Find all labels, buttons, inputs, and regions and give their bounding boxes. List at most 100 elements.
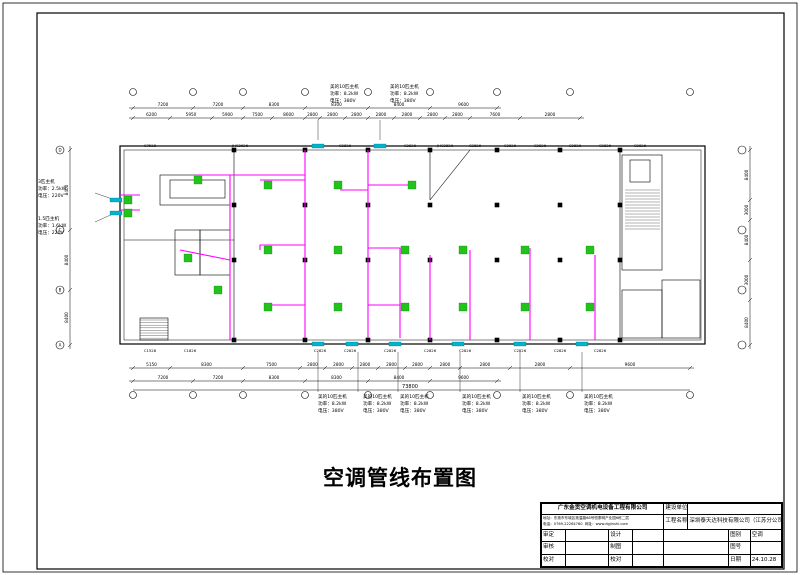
outdoor-unit-left-1: 3匹主机 功率：2.5kW 电压：220V bbox=[38, 178, 67, 199]
indoor-unit bbox=[333, 245, 343, 255]
dim-tick bbox=[442, 115, 448, 121]
dim-label: 9600 bbox=[458, 102, 469, 107]
dim-label: 8300 bbox=[201, 362, 212, 367]
unit-voltage: 电压：220V bbox=[38, 229, 65, 236]
unit-name: 3匹主机 bbox=[38, 178, 55, 185]
dim-tick bbox=[240, 115, 246, 121]
grid-bubble bbox=[493, 391, 501, 399]
grid-bubble bbox=[566, 88, 574, 96]
title-block: 广东金贡空调机电设备工程有限公司 建设单位 地址：东莞市东城区莞温路68号恒泰明… bbox=[540, 502, 783, 568]
company-phone: 电话：0769-22264760 bbox=[543, 522, 583, 526]
indoor-unit bbox=[333, 302, 343, 312]
unit-voltage: 电压：380V bbox=[462, 407, 489, 414]
ac-pipe-routes bbox=[94, 120, 596, 392]
column bbox=[365, 337, 371, 343]
dim-label: 3000 bbox=[744, 274, 749, 285]
unit-name: 美的10匹主机 bbox=[363, 393, 392, 400]
grid-bubble bbox=[55, 145, 65, 155]
dim-label: 2800 bbox=[386, 362, 397, 367]
dim-tick bbox=[747, 257, 753, 263]
dim-label: 7200 bbox=[158, 375, 169, 380]
dimension-lines bbox=[67, 105, 753, 391]
outdoor-unit bbox=[311, 341, 325, 347]
dim-label: 2800 bbox=[327, 112, 338, 117]
dim-label: 7200 bbox=[213, 102, 224, 107]
blank-cell bbox=[663, 528, 730, 543]
window-tag-top: C2826 bbox=[599, 143, 612, 148]
check-label: 审核 bbox=[541, 541, 566, 555]
window-tag-top: JHC2626 bbox=[231, 143, 249, 148]
dim-label: 7500 bbox=[252, 112, 263, 117]
dim-tick bbox=[747, 147, 753, 153]
dim-label: 8400 bbox=[394, 102, 405, 107]
outdoor-unit bbox=[109, 197, 123, 203]
check-value bbox=[564, 541, 610, 555]
dim-label: 2800 bbox=[412, 362, 423, 367]
dim-tick bbox=[375, 365, 381, 371]
dim-tick bbox=[167, 115, 173, 121]
dim-label: 2800 bbox=[402, 112, 413, 117]
outdoor-unit bbox=[451, 341, 465, 347]
project-name: 深圳泰天达科技有限公司（江苏分公司） bbox=[687, 514, 782, 530]
unit-name: 美的10匹主机 bbox=[584, 393, 613, 400]
dim-tick bbox=[427, 365, 433, 371]
dim-tick bbox=[517, 115, 523, 121]
column bbox=[494, 202, 500, 208]
dim-tick bbox=[687, 365, 693, 371]
dim-label: 2800 bbox=[480, 362, 491, 367]
unit-voltage: 电压：380V bbox=[390, 97, 417, 104]
dim-label: 2800 bbox=[440, 362, 451, 367]
outdoor-unit bbox=[373, 143, 387, 149]
unit-power: 功率：8.2kW bbox=[462, 400, 491, 407]
grid-label: A bbox=[59, 343, 62, 348]
project-label: 工程名称 bbox=[663, 514, 689, 530]
grid-bubble bbox=[129, 391, 137, 399]
column bbox=[494, 337, 500, 343]
dim-tick bbox=[190, 378, 196, 384]
unit-power: 功率：8.2kW bbox=[584, 400, 613, 407]
dim-tick bbox=[494, 378, 500, 384]
company-contact: 地址：东莞市东城区莞温路68号恒泰明产业园6栋二层 电话：0769-222647… bbox=[540, 514, 665, 530]
dim-tick bbox=[67, 287, 73, 293]
window-tag-bottom: C2826 bbox=[459, 348, 472, 353]
grid-bubble bbox=[364, 88, 372, 96]
grid-bubble bbox=[737, 285, 747, 295]
indoor-unit bbox=[458, 302, 468, 312]
dim-label: 2800 bbox=[333, 362, 344, 367]
blank-cell bbox=[663, 553, 730, 568]
grid-bubble bbox=[686, 391, 694, 399]
unit-voltage: 电压：380V bbox=[330, 97, 357, 104]
dim-label: 7500 bbox=[266, 362, 277, 367]
date-value: 24.10.28 bbox=[749, 553, 783, 568]
grid-bubble bbox=[189, 88, 197, 96]
dim-tick bbox=[240, 378, 246, 384]
dim-label: 7200 bbox=[213, 375, 224, 380]
unit-power: 功率：8.2kW bbox=[400, 400, 429, 407]
window-tag-bottom: C2826 bbox=[554, 348, 567, 353]
dim-tick bbox=[467, 115, 473, 121]
dim-tick bbox=[67, 227, 73, 233]
dim-label: 5150 bbox=[146, 362, 157, 367]
unit-power: 功率：8.2kW bbox=[318, 400, 347, 407]
outdoor-unit bbox=[575, 341, 589, 347]
outdoor-unit bbox=[513, 341, 527, 347]
review-label: 审定 bbox=[541, 528, 566, 543]
grid-bubble bbox=[55, 285, 65, 295]
number-label: 图号 bbox=[728, 541, 751, 555]
dim-label: 8400 bbox=[394, 375, 405, 380]
grid-bubble bbox=[55, 340, 65, 350]
wall bbox=[429, 149, 471, 201]
dim-tick bbox=[427, 378, 433, 384]
restroom bbox=[174, 229, 201, 276]
dim-tick bbox=[190, 105, 196, 111]
grid-bubble bbox=[737, 225, 747, 235]
indoor-unit bbox=[333, 180, 343, 190]
column bbox=[617, 257, 623, 263]
column bbox=[494, 147, 500, 153]
dim-tick bbox=[302, 378, 308, 384]
dim-tick bbox=[747, 197, 753, 203]
outdoor-unit-bottom-2: 美的10匹主机 功率：8.2kW 电压：380V bbox=[363, 393, 392, 414]
column bbox=[231, 202, 237, 208]
dim-tick bbox=[342, 115, 348, 121]
